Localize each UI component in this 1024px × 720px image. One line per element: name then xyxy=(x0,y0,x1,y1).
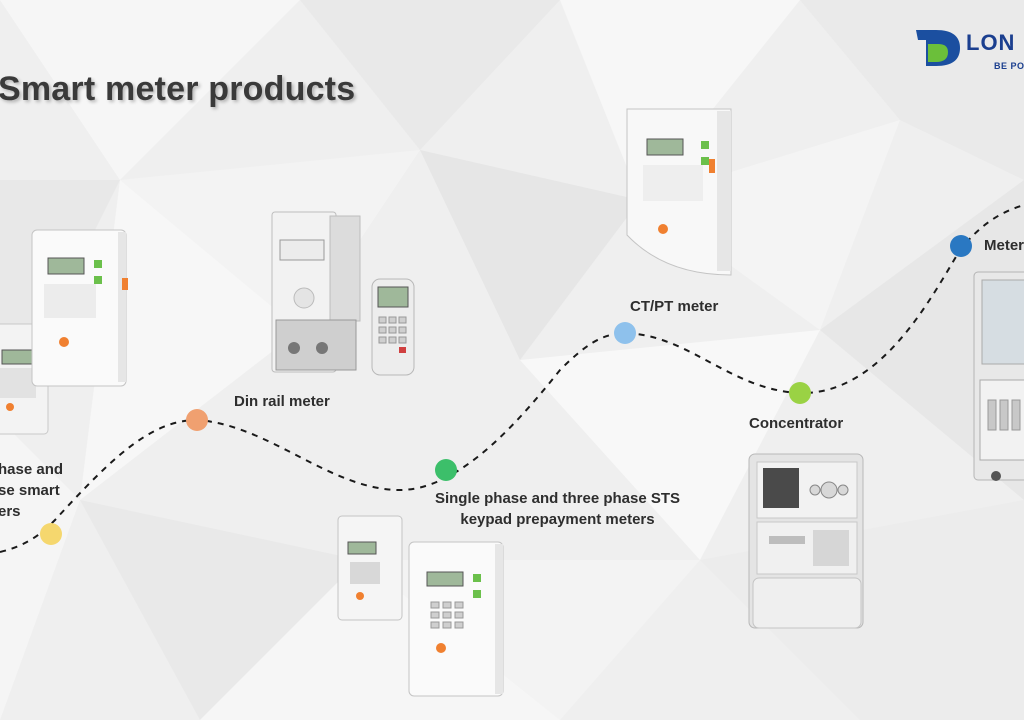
din-rail-meter-image xyxy=(271,211,361,373)
dot-green xyxy=(435,459,457,481)
label-meter-box: Meter xyxy=(984,237,1024,254)
label-sts-keypad: Single phase and three phase STS keypad … xyxy=(410,488,705,530)
meter-box-image xyxy=(973,271,1024,481)
ct-pt-meter-image xyxy=(626,108,732,276)
dot-yellow xyxy=(40,523,62,545)
label-line-2: se smart xyxy=(0,482,60,499)
label-concentrator: Concentrator xyxy=(749,415,844,432)
sts-meter-front-image xyxy=(408,541,504,697)
dot-blue xyxy=(950,235,972,257)
label-line-3: ers xyxy=(0,503,21,520)
smart-meter-front-image xyxy=(31,229,128,387)
slide-title: Smart meter products xyxy=(0,70,356,108)
logo-tagline: BE PO xyxy=(994,61,1024,71)
label-line-1: hase and xyxy=(0,461,64,478)
logo-d-icon xyxy=(916,30,960,66)
dot-lime xyxy=(789,382,811,404)
concentrator-image xyxy=(748,453,864,629)
dot-orange xyxy=(186,409,208,431)
label-single-three-phase-smart: hase and se smart ers xyxy=(0,459,63,522)
dashed-path xyxy=(0,204,1024,553)
sts-meter-back-image xyxy=(337,515,403,621)
label-line-2: keypad prepayment meters xyxy=(460,511,655,528)
label-din-rail: Din rail meter xyxy=(234,393,330,410)
label-line-1: Single phase and three phase STS xyxy=(434,490,681,507)
label-ct-pt: CT/PT meter xyxy=(630,298,719,315)
dot-light-blue xyxy=(614,322,636,344)
logo-brand-text: LON xyxy=(966,30,1016,55)
keypad-unit-image xyxy=(371,278,415,376)
company-logo: LON BE PO xyxy=(914,26,1024,76)
